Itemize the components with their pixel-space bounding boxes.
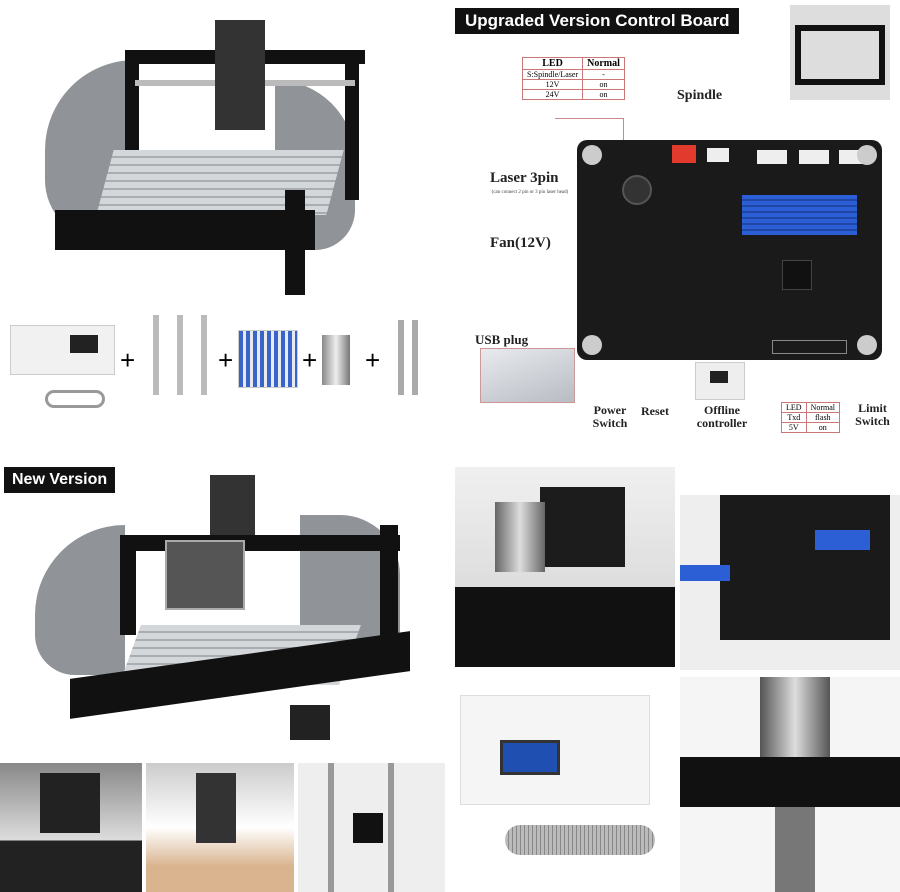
collet-photo xyxy=(322,335,350,385)
plus-icon: + xyxy=(365,345,381,375)
motor-closeup-photo xyxy=(455,467,675,667)
clamps-photo xyxy=(145,315,215,395)
label-laser: Laser 3pin xyxy=(490,170,559,186)
label-offline-controller: Offline controller xyxy=(696,403,748,430)
wrench-photo xyxy=(388,320,428,395)
spindle-tightening-photo xyxy=(146,763,294,892)
offline-controller-closeup-photo xyxy=(455,685,675,892)
control-board-pcb xyxy=(577,140,882,360)
plus-icon: + xyxy=(120,345,136,375)
panel-machine-kit: + + + + xyxy=(0,0,445,440)
router-bits-photo xyxy=(238,330,298,388)
label-power-switch: Power Switch xyxy=(592,403,628,430)
plus-icon: + xyxy=(302,345,318,375)
label-laser-note: (can connect 2 pin or 3 pin laser head) xyxy=(491,190,569,195)
cnc-machine-photo xyxy=(45,20,365,300)
laptop-image xyxy=(480,348,575,403)
label-reset: Reset xyxy=(641,404,669,418)
label-fan: Fan(12V) xyxy=(490,235,551,251)
banner-new-version: New Version xyxy=(4,467,116,493)
offline-controller-photo xyxy=(10,320,115,415)
banner-upgraded-board: Upgraded Version Control Board xyxy=(455,8,740,34)
machine-thumbnail xyxy=(790,5,890,100)
stepper-motor-photo xyxy=(0,763,142,892)
label-limit-switch: Limit Switch xyxy=(855,401,890,428)
offline-controller-thumb xyxy=(695,362,745,400)
label-spindle: Spindle xyxy=(677,88,723,103)
plus-icon: + xyxy=(218,345,234,375)
lead-screw-photo xyxy=(298,763,445,892)
label-usb: USB plug xyxy=(475,332,529,347)
new-version-machine-photo xyxy=(30,475,420,755)
panel-details xyxy=(455,455,900,892)
panel-new-version: New Version xyxy=(0,455,445,892)
board-mounted-photo xyxy=(680,495,900,670)
spindle-motor-closeup-photo xyxy=(680,677,900,892)
